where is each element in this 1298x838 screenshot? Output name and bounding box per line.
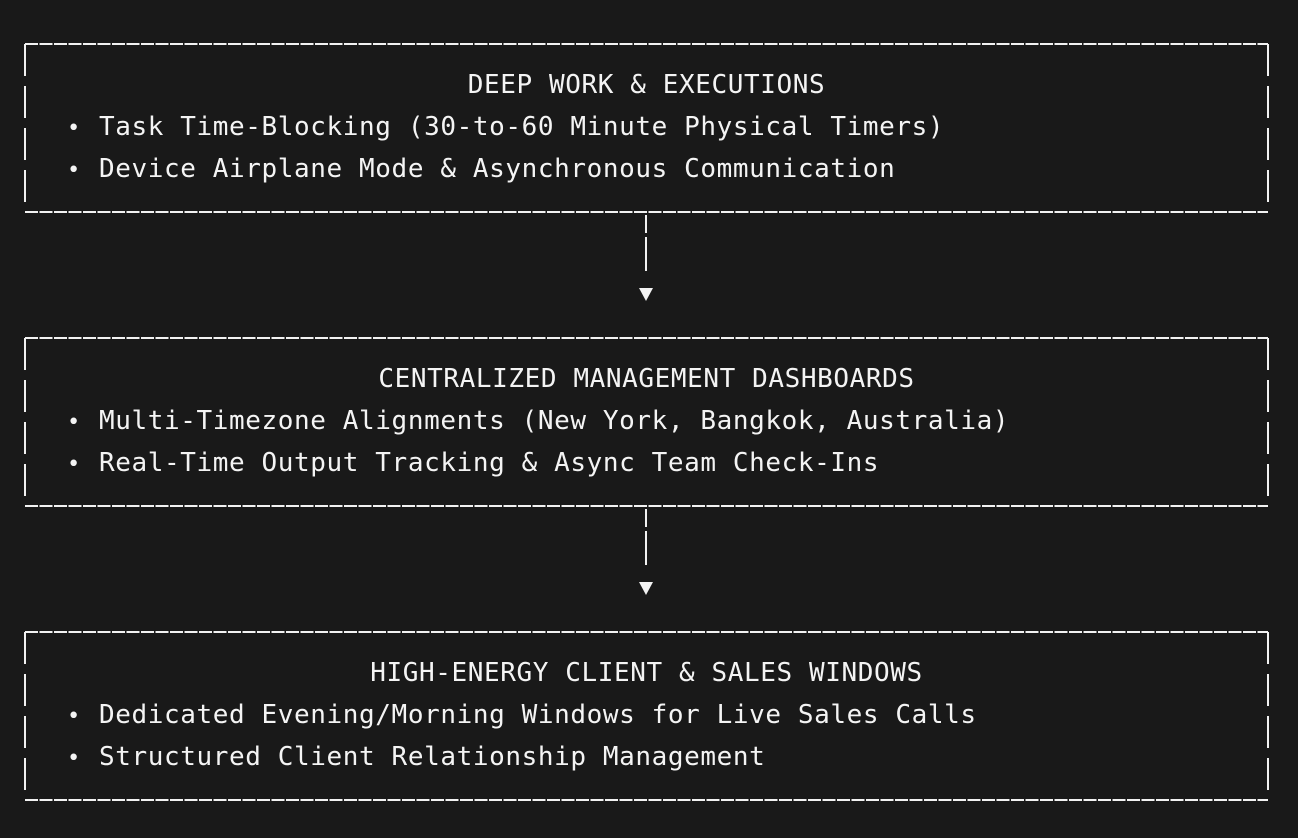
bullet-icon: • <box>67 410 81 435</box>
bullet-icon: • <box>67 158 81 183</box>
list-item-text: Task Time-Blocking (30-to-60 Minute Phys… <box>99 112 945 142</box>
list-item: • Dedicated Evening/Morning Windows for L… <box>67 695 977 737</box>
block-border <box>24 631 1269 801</box>
block-border <box>24 337 1269 507</box>
list-item: • Structured Client Relationship Manageme… <box>67 737 765 779</box>
list-item: • Multi-Timezone Alignments (New York, Ba… <box>67 401 1009 443</box>
block-title: DEEP WORK & EXECUTIONS <box>467 70 826 100</box>
arrow-down-icon <box>639 582 653 595</box>
block-border <box>24 43 1269 213</box>
block-deep-work: DEEP WORK & EXECUTIONS • Task Time-Blocki… <box>24 43 1269 213</box>
block-title: CENTRALIZED MANAGEMENT DASHBOARDS <box>378 364 915 394</box>
list-item-text: Real-Time Output Tracking & Async Team C… <box>99 448 880 478</box>
list-item: • Real-Time Output Tracking & Async Team … <box>67 443 879 485</box>
list-item-text: Device Airplane Mode & Asynchronous Comm… <box>99 154 896 184</box>
list-item-text: Multi-Timezone Alignments (New York, Ban… <box>99 406 1010 436</box>
list-item-text: Structured Client Relationship Managemen… <box>99 742 766 772</box>
bullet-icon: • <box>67 116 81 141</box>
bullet-icon: • <box>67 704 81 729</box>
list-item: • Task Time-Blocking (30-to-60 Minute Phy… <box>67 107 944 149</box>
list-item-text: Dedicated Evening/Morning Windows for Li… <box>99 700 977 730</box>
block-management-dashboards: CENTRALIZED MANAGEMENT DASHBOARDS • Multi… <box>24 337 1269 507</box>
block-title: HIGH-ENERGY CLIENT & SALES WINDOWS <box>370 658 923 688</box>
arrow-down-icon <box>639 288 653 301</box>
bullet-icon: • <box>67 452 81 477</box>
list-item: • Device Airplane Mode & Asynchronous Com… <box>67 149 895 191</box>
block-client-sales-windows: HIGH-ENERGY CLIENT & SALES WINDOWS • Dedi… <box>24 631 1269 801</box>
arrow-connector <box>639 215 653 301</box>
arrow-connector <box>639 509 653 595</box>
bullet-icon: • <box>67 746 81 771</box>
